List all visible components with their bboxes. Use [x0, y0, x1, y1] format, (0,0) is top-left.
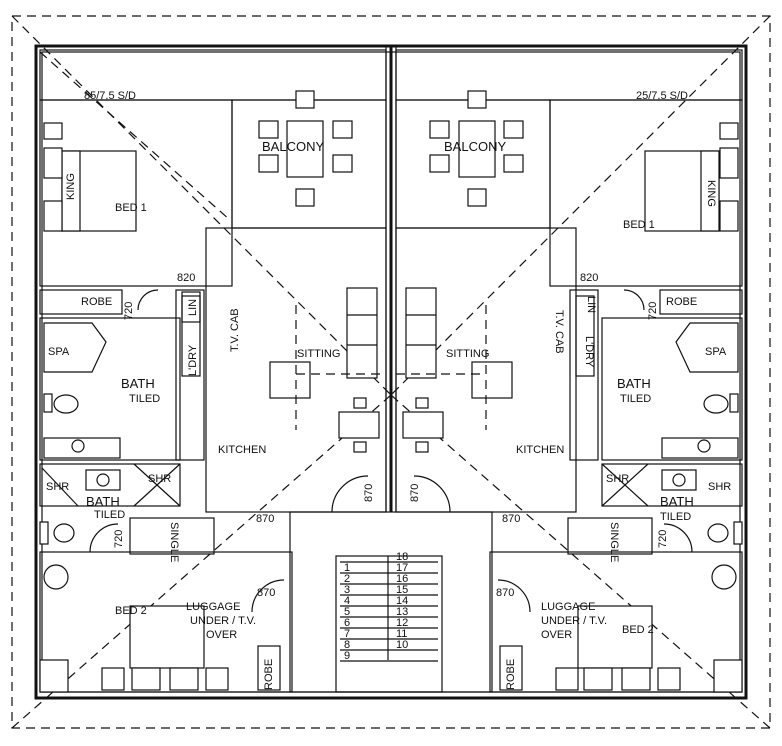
spa-label-right: SPA — [705, 346, 727, 358]
balcony-left — [39, 49, 387, 229]
stair-number-left: 2 — [344, 573, 350, 585]
stair-number-left: 8 — [344, 639, 350, 651]
kitchen-label-right: KITCHEN — [516, 444, 564, 456]
single-label-left: SINGLE — [168, 522, 180, 562]
bed1-right — [549, 99, 743, 287]
robe2-label-right: ROBE — [505, 659, 517, 690]
door-820-left: 820 — [177, 272, 195, 284]
bath-label-left: BATH — [121, 376, 155, 391]
door-720-left-a: 720 — [123, 302, 135, 320]
tiled2-label-left: TILED — [94, 509, 125, 521]
tvcab-label-left: T.V. CAB — [229, 308, 241, 352]
stair-number-right: 17 — [396, 562, 408, 574]
balcony-right — [395, 49, 743, 229]
bed2-left — [39, 517, 293, 693]
luggage-label-left: LUGGAGE — [186, 601, 240, 613]
robe-label-right: ROBE — [666, 296, 697, 308]
stair-number-right: 10 — [396, 639, 408, 651]
king-label-right: KING — [705, 180, 717, 207]
door-720-right-b: 720 — [657, 530, 669, 548]
single-label-right: SINGLE — [608, 522, 620, 562]
kitchen-label-left: KITCHEN — [218, 444, 266, 456]
stair-number-right: 13 — [396, 606, 408, 618]
luggage-label-right: LUGGAGE — [541, 601, 595, 613]
stair-number-right: 16 — [396, 573, 408, 585]
bed1-left — [39, 99, 233, 287]
bath-right — [569, 289, 743, 545]
lin-label-left: LIN — [187, 299, 199, 316]
stair-treads — [340, 561, 438, 662]
tiled2-label-right: TILED — [660, 511, 691, 523]
shr-label-left-b: SHR — [148, 473, 171, 485]
sd-dim-left: 85/7.5 S/D — [84, 90, 136, 102]
bed1-label-right: BED 1 — [623, 219, 655, 231]
tiled-label-right: TILED — [620, 393, 651, 405]
roof-outline — [11, 15, 771, 729]
stair-number-right: 15 — [396, 584, 408, 596]
over-label-right: OVER — [541, 629, 572, 641]
stair-number-left: 1 — [344, 562, 350, 574]
stair-number-left: 9 — [344, 650, 350, 662]
king-label-left: KING — [65, 173, 77, 200]
door-720-left-b: 720 — [113, 530, 125, 548]
sd-dim-right: 25/7.5 S/D — [636, 90, 688, 102]
undertv-label-right: UNDER / T.V. — [541, 615, 607, 627]
balcony-label-left: BALCONY — [262, 139, 324, 154]
door-870-center-right: 870 — [409, 484, 421, 502]
stair-number-right: 14 — [396, 595, 408, 607]
living-area — [205, 227, 577, 513]
stair-number-left: 3 — [344, 584, 350, 596]
bed2-right — [489, 517, 743, 693]
bath2-label-right: BATH — [660, 494, 694, 509]
spa-label-left: SPA — [48, 346, 70, 358]
bath-label-right: BATH — [617, 376, 651, 391]
sitting-label-left: SITTING — [297, 348, 340, 360]
tvcab-label-right: T.V. CAB — [553, 310, 565, 354]
stair-number-right: 18 — [396, 551, 408, 563]
bed2-label-left: BED 2 — [115, 605, 147, 617]
ldry-label-right: L'DRY — [583, 336, 595, 368]
over-label-left: OVER — [206, 629, 237, 641]
shr-label-left-a: SHR — [46, 481, 69, 493]
robe-label-left: ROBE — [81, 296, 112, 308]
bath2-label-left: BATH — [86, 494, 120, 509]
robe2-label-left: ROBE — [263, 659, 275, 690]
stair-number-left: 4 — [344, 595, 350, 607]
stair-number-left: 7 — [344, 628, 350, 640]
stair-number-left: 6 — [344, 617, 350, 629]
stairwell — [289, 511, 493, 693]
door-870-center-left: 870 — [363, 484, 375, 502]
door-720-right-a: 720 — [647, 302, 659, 320]
shr-label-right-b: SHR — [708, 481, 731, 493]
door-swings — [89, 289, 693, 613]
stair-number-right: 11 — [396, 628, 407, 640]
bath-left — [39, 289, 205, 545]
balcony-label-right: BALCONY — [444, 139, 506, 154]
sitting-label-right: SITTING — [446, 348, 489, 360]
bed2-label-right: BED 2 — [622, 624, 654, 636]
door-870-right-c: 870 — [496, 587, 514, 599]
door-870-right-b: 870 — [502, 513, 520, 525]
tiled-label-left: TILED — [129, 393, 160, 405]
stair-number-left: 5 — [344, 606, 350, 618]
door-870-left-c: 870 — [257, 587, 275, 599]
dimension-labels: 85/7.5 S/D 25/7.5 S/D 820 820 720 720 72… — [84, 90, 688, 599]
undertv-label-left: UNDER / T.V. — [190, 615, 256, 627]
exterior-walls — [34, 44, 748, 700]
door-870-left-b: 870 — [256, 513, 274, 525]
shr-label-right-a: SHR — [606, 473, 629, 485]
room-labels: BALCONY BALCONY BED 1 BED 1 KING KING RO… — [46, 139, 731, 690]
bed1-label-left: BED 1 — [115, 202, 147, 214]
stair-number-right: 12 — [396, 617, 408, 629]
ldry-label-left: L'DRY — [187, 344, 199, 376]
lin-label-right: LIN — [585, 296, 597, 313]
door-820-right: 820 — [580, 272, 598, 284]
